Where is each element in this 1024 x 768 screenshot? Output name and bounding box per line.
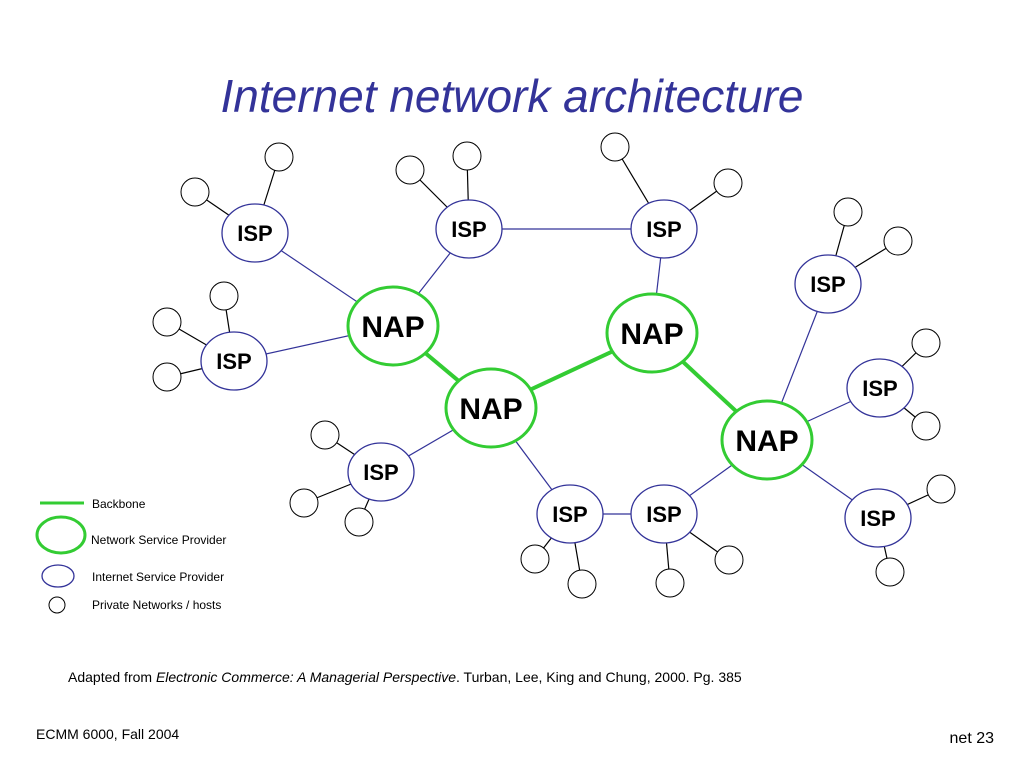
isp-node — [200, 331, 268, 391]
private-host-node — [926, 474, 956, 504]
isp-label: ISP — [237, 221, 272, 246]
isp-label: ISP — [646, 502, 681, 527]
nap-node — [605, 292, 699, 374]
private-host-node — [911, 411, 941, 441]
isp-label: ISP — [860, 506, 895, 531]
nap-label: NAP — [620, 318, 683, 351]
nap-label: NAP — [361, 311, 424, 344]
isp-label: ISP — [216, 349, 251, 374]
private-host-node — [264, 142, 294, 172]
citation-book-title: Electronic Commerce: A Managerial Perspe… — [155, 669, 457, 685]
legend-isp-label: Internet Service Provider — [92, 570, 224, 584]
private-host-node — [180, 177, 210, 207]
legend-nsp-label: Network Service Provider — [91, 533, 226, 547]
legend-private-label: Private Networks / hosts — [92, 598, 221, 612]
nap-node — [346, 285, 440, 367]
private-host-node — [875, 557, 905, 587]
private-host-node — [520, 544, 550, 574]
private-host-node — [289, 488, 319, 518]
isp-node — [221, 203, 289, 263]
private-host-node — [152, 307, 182, 337]
legend-nsp-swatch — [35, 515, 87, 555]
isp-node — [794, 254, 862, 314]
nap-node — [720, 399, 814, 481]
legend-host-swatch — [48, 596, 66, 614]
footer-slide-number: net 23 — [949, 730, 994, 747]
isp-label: ISP — [363, 460, 398, 485]
citation-suffix: . Turban, Lee, King and Chung, 2000. Pg.… — [456, 669, 742, 685]
private-host-node — [714, 545, 744, 575]
isp-label: ISP — [810, 272, 845, 297]
private-host-node — [344, 507, 374, 537]
nap-label: NAP — [459, 393, 522, 426]
isp-node — [844, 488, 912, 548]
citation-prefix: Adapted from — [68, 669, 156, 685]
nap-node — [444, 367, 538, 449]
private-host-node — [452, 141, 482, 171]
private-host-node — [395, 155, 425, 185]
isp-node — [536, 484, 604, 544]
isp-node — [630, 484, 698, 544]
slide-title: Internet network architecture — [220, 70, 804, 122]
private-host-node — [209, 281, 239, 311]
private-host-node — [310, 420, 340, 450]
private-host-node — [600, 132, 630, 162]
private-host-node — [911, 328, 941, 358]
isp-label: ISP — [552, 502, 587, 527]
private-host-node — [833, 197, 863, 227]
private-host-node — [152, 362, 182, 392]
legend-isp-swatch — [41, 564, 75, 588]
isp-node — [347, 442, 415, 502]
isp-node — [435, 199, 503, 259]
isp-label: ISP — [646, 217, 681, 242]
nap-label: NAP — [735, 425, 798, 458]
private-host-node — [713, 168, 743, 198]
citation: Adapted from Electronic Commerce: A Mana… — [68, 669, 742, 685]
isp-node — [630, 199, 698, 259]
private-host-node — [883, 226, 913, 256]
private-host-node — [567, 569, 597, 599]
legend-backbone-label: Backbone — [92, 497, 146, 511]
isp-label: ISP — [862, 376, 897, 401]
isp-node — [846, 358, 914, 418]
private-host-node — [655, 568, 685, 598]
footer-course: ECMM 6000, Fall 2004 — [36, 726, 180, 742]
isp-label: ISP — [451, 217, 486, 242]
